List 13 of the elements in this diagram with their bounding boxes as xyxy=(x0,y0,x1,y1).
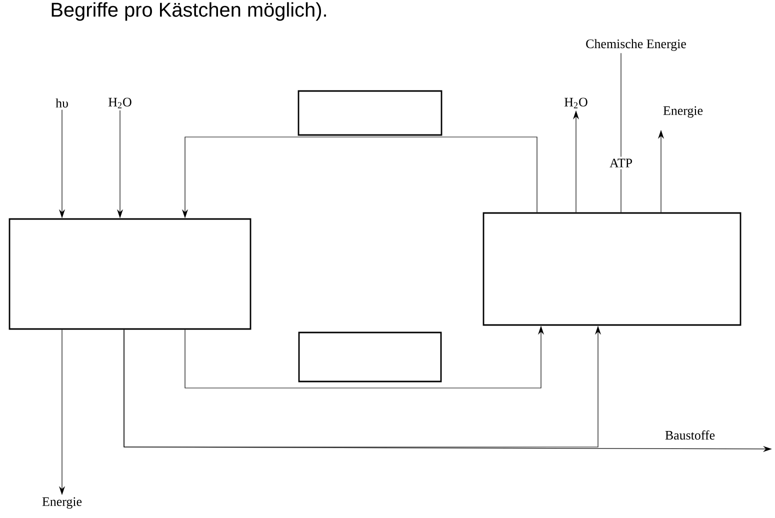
blank-box xyxy=(8,218,252,330)
edge-label: ATP xyxy=(607,156,635,170)
blank-box xyxy=(298,90,442,136)
text-label: H$_{2}$O xyxy=(108,98,132,108)
text-label: Energie xyxy=(42,497,82,509)
text-label: Chemische Energie xyxy=(586,39,686,51)
heading-text: Begriffe pro Kästchen möglich). xyxy=(52,2,326,21)
blank-box xyxy=(298,332,442,382)
text-label: hυ xyxy=(56,98,68,108)
edge-label: Baustoffe xyxy=(662,428,718,442)
blank-box xyxy=(482,212,742,326)
text-label: H$_{2}$O xyxy=(564,98,588,108)
text-label: Energie xyxy=(663,106,703,118)
